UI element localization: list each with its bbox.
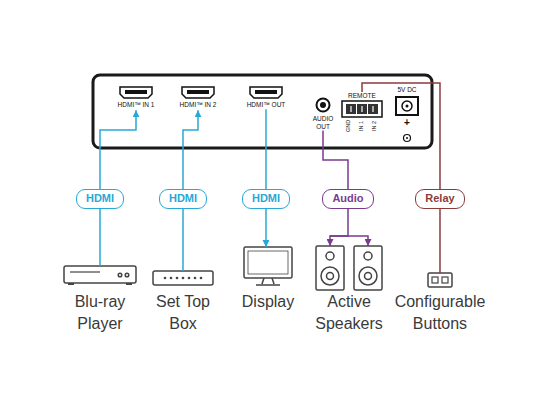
- port-label-text: HDMI™ IN 1: [118, 101, 155, 109]
- device: Active Speakers: [310, 246, 388, 336]
- buttons-icon: [428, 273, 452, 287]
- signal-connector: [265, 109, 267, 189]
- signal-connector: [100, 110, 136, 189]
- pin-label: IN 2: [372, 121, 378, 131]
- pin-cell: IN 1: [356, 118, 368, 134]
- port-label-text: HDMI™ IN 2: [180, 101, 217, 109]
- pin-label: IN 1: [359, 121, 365, 131]
- hdmi-port-icon: [249, 86, 283, 99]
- terminal-block-icon: [341, 100, 383, 118]
- signal-tag: HDMI: [76, 189, 124, 208]
- hdmi-port-icon: [181, 86, 215, 99]
- audio-jack-icon: [315, 97, 331, 113]
- hdmi-port: HDMI™ IN 1: [118, 86, 155, 109]
- settopbox-icon: [153, 271, 213, 285]
- tag-text: Audio: [332, 192, 363, 205]
- signal-connector: [183, 110, 198, 189]
- hdmi-port: HDMI™ IN 2: [180, 86, 217, 109]
- signal-connector: [99, 209, 101, 266]
- pin-label: GND: [346, 120, 352, 132]
- port-label: +: [404, 117, 410, 128]
- pin-cell: IN 2: [369, 118, 381, 134]
- display-icon: [244, 247, 292, 285]
- device-housing: [93, 75, 432, 148]
- device: Blu-ray Player: [60, 266, 140, 336]
- signal-connector: [439, 209, 441, 273]
- dc-jack: [396, 97, 418, 142]
- device-icons: [64, 246, 452, 290]
- pin-row: GND IN 1 IN 2: [340, 118, 384, 134]
- head-text: REMOTE: [340, 92, 384, 100]
- device: Display: [233, 247, 303, 313]
- device-name-text: Blu-ray Player: [60, 291, 140, 336]
- device-name-text: Display: [233, 291, 303, 313]
- device: Configurable Buttons: [384, 273, 496, 336]
- port-label: 5V DC: [397, 86, 416, 93]
- speaker-icons: [316, 246, 382, 290]
- signal-tag: HDMI: [242, 189, 290, 208]
- remote-terminal: REMOTE GND IN 1 IN 2: [340, 92, 384, 134]
- device-name-text: Set Top Box: [148, 291, 218, 336]
- signal-tag: Audio: [322, 189, 373, 208]
- device-name-text: Configurable Buttons: [384, 291, 496, 336]
- signal-connector: [182, 209, 184, 271]
- signal-tag: HDMI: [159, 189, 207, 208]
- audio-jack: AUDIO OUT: [310, 97, 336, 131]
- hdmi-port-icon: [119, 86, 153, 99]
- hdmi-port: HDMI™ OUT: [247, 86, 286, 109]
- bluray-icon: [64, 266, 136, 285]
- signal-connector: [323, 131, 348, 190]
- device-name-text: Active Speakers: [310, 291, 388, 336]
- signal-connector: [330, 209, 348, 246]
- signal-tag: Relay: [415, 189, 464, 208]
- tag-text: HDMI: [169, 192, 197, 205]
- device: Set Top Box: [148, 271, 218, 336]
- tag-text: HDMI: [86, 192, 114, 205]
- tag-text: HDMI: [252, 192, 280, 205]
- port-label-text: AUDIO OUT: [310, 115, 336, 131]
- signal-connector: [265, 209, 267, 247]
- port-label-text: HDMI™ OUT: [247, 101, 286, 109]
- pin-cell: GND: [343, 118, 355, 134]
- tag-text: Relay: [425, 192, 454, 205]
- audio-branch: [330, 236, 368, 246]
